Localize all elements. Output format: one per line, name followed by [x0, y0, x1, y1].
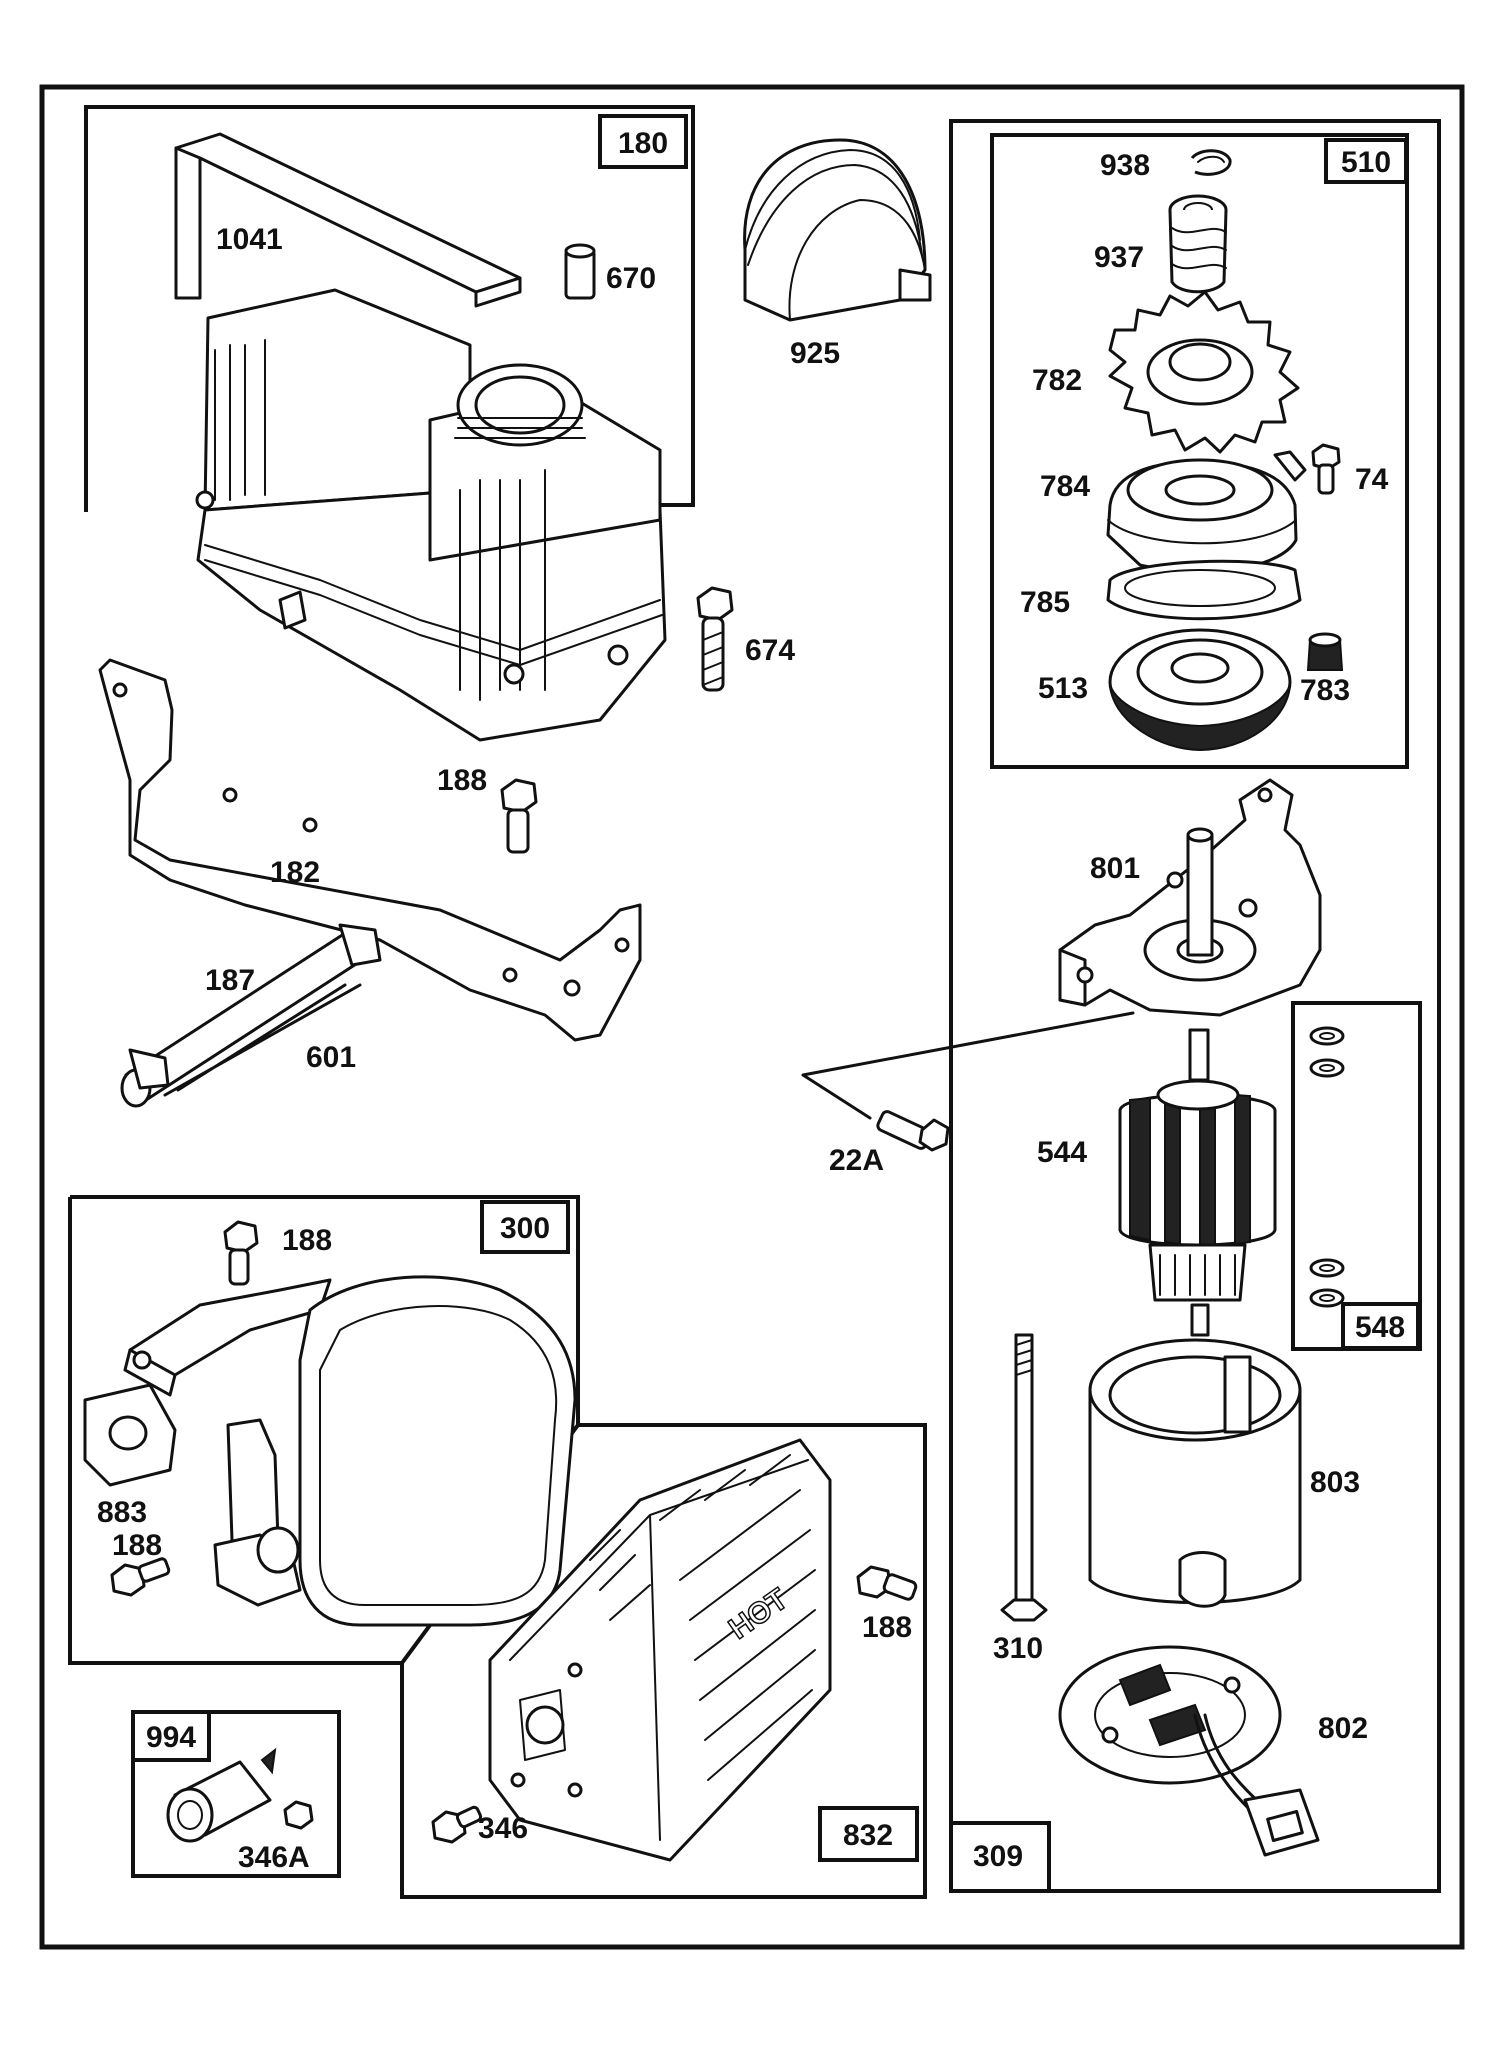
part-938-label: 938	[1100, 149, 1150, 182]
brush-plate-802	[1058, 1645, 1320, 1857]
screw-74	[1311, 443, 1341, 495]
bolt-22a	[876, 1110, 950, 1152]
bolt-188-upper	[500, 778, 538, 854]
group-180-tag	[598, 114, 688, 169]
part-74-label: 74	[1355, 463, 1389, 496]
group-180-label: 180	[618, 127, 668, 160]
part-187-label: 187	[205, 964, 255, 997]
group-510-border	[990, 133, 1409, 769]
muffler	[123, 1275, 577, 1627]
bracket-182	[98, 658, 642, 1042]
cap-784	[1106, 450, 1307, 574]
screw-346	[431, 1805, 483, 1844]
part-310-label: 310	[993, 1632, 1043, 1665]
group-832-label: 832	[843, 1819, 893, 1852]
group-300-tag	[480, 1200, 570, 1254]
leader-601	[163, 983, 362, 1097]
part-782-label: 782	[1032, 364, 1082, 397]
group-510-label: 510	[1341, 146, 1391, 179]
part-783-label: 783	[1300, 674, 1350, 707]
part-22a-label: 22A	[829, 1144, 884, 1177]
part-802-label: 802	[1318, 1712, 1368, 1745]
hose-187	[120, 923, 382, 1108]
part-670-label: 670	[606, 262, 656, 295]
bolt-188-lower-left	[110, 1557, 171, 1597]
ring-gear-513	[1108, 628, 1292, 752]
bolt-674	[696, 586, 734, 692]
housing-803	[1088, 1338, 1302, 1608]
part-188-lower-left-label: 188	[112, 1529, 162, 1562]
group-548-label: 548	[1355, 1311, 1405, 1344]
part-346a-label: 346A	[238, 1841, 310, 1874]
solenoid-994	[166, 1747, 314, 1843]
part-801-label: 801	[1090, 852, 1140, 885]
outer-frame	[39, 84, 1465, 1950]
bolt-310	[1000, 1333, 1048, 1622]
gear-782	[1108, 290, 1300, 454]
group-180-border	[84, 105, 695, 512]
group-832-border	[400, 1423, 927, 1899]
part-674-label: 674	[745, 634, 795, 667]
part-513-label: 513	[1038, 672, 1088, 705]
pinion-783	[1306, 632, 1344, 671]
part-544-label: 544	[1037, 1136, 1087, 1169]
pin-670	[564, 243, 596, 300]
group-832-tag	[818, 1806, 919, 1862]
group-994-tag	[131, 1710, 211, 1762]
group-300-label: 300	[500, 1212, 550, 1245]
fuel-tank	[195, 288, 667, 742]
part-182-label: 182	[270, 856, 320, 889]
part-784-label: 784	[1040, 470, 1090, 503]
part-188-300-label: 188	[282, 1224, 332, 1257]
group-309-tag	[949, 1821, 1051, 1893]
part-925-label: 925	[790, 337, 840, 370]
part-1041-label: 1041	[216, 223, 283, 256]
part-937-label: 937	[1094, 241, 1144, 274]
cover-925	[743, 138, 932, 322]
gasket-785	[1106, 559, 1302, 621]
end-cap-801	[1058, 778, 1322, 1017]
group-548-tag	[1341, 1302, 1420, 1350]
part-346-label: 346	[478, 1812, 528, 1845]
clip-938	[1190, 149, 1232, 176]
heat-shield: HOT	[488, 1438, 832, 1862]
armature-544	[1118, 1028, 1277, 1337]
bolt-188-300	[223, 1220, 259, 1286]
part-883-label: 883	[97, 1496, 147, 1529]
group-994-border	[131, 1710, 341, 1878]
group-309-border	[949, 119, 1441, 1893]
part-785-label: 785	[1020, 586, 1070, 619]
spring-937	[1168, 194, 1228, 294]
group-994-label: 994	[146, 1721, 196, 1754]
part-188-shield-label: 188	[862, 1611, 912, 1644]
bolt-188-shield	[856, 1565, 918, 1601]
part-601-label: 601	[306, 1041, 356, 1074]
part-188-upper-label: 188	[437, 764, 487, 797]
leader-22a	[801, 1011, 1135, 1120]
group-309-label: 309	[973, 1840, 1023, 1873]
gasket-883	[83, 1383, 177, 1487]
group-510-tag	[1324, 138, 1408, 184]
rod-1041	[174, 132, 522, 308]
part-803-label: 803	[1310, 1466, 1360, 1499]
washers-548	[1309, 1026, 1345, 1308]
